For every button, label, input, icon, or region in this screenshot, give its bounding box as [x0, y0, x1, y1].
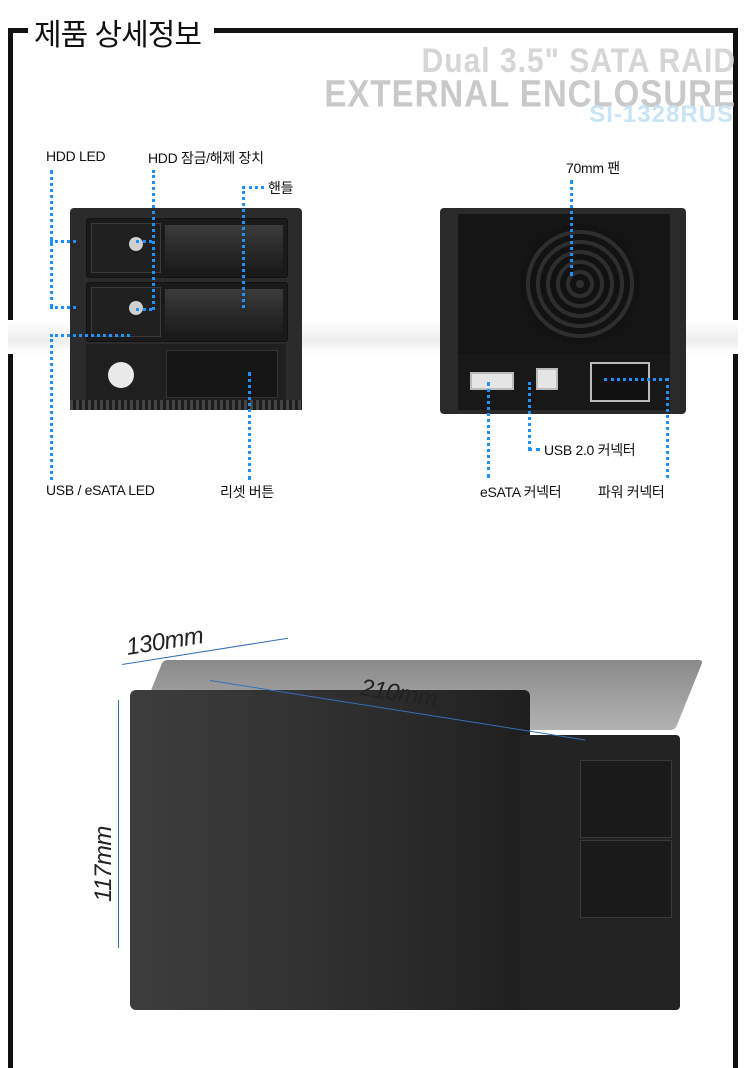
height-dimension: 117mm	[89, 826, 117, 902]
hdd-bay-2	[86, 282, 288, 342]
power-connector-label: 파워 커넥터	[598, 484, 665, 500]
usb-connector-label: USB 2.0 커넥터	[544, 442, 636, 458]
leader-line	[487, 382, 490, 478]
height-dimension-line	[118, 700, 119, 948]
usb-port	[536, 368, 558, 390]
leader-line	[152, 170, 155, 310]
port-panel	[458, 354, 670, 410]
power-port	[590, 362, 650, 402]
leader-line	[50, 170, 53, 308]
leader-line	[242, 186, 245, 308]
leader-line	[136, 240, 152, 243]
hdd-tray	[91, 287, 161, 337]
hdd-bay-1	[86, 218, 288, 278]
section-title: 제품 상세정보	[34, 19, 202, 52]
leader-line	[242, 186, 264, 189]
detail-frame	[8, 28, 738, 1068]
fan-housing	[458, 214, 670, 354]
back-device-image	[440, 208, 686, 414]
title-tick	[8, 28, 28, 33]
leader-line	[528, 448, 540, 451]
hdd-lock-label: HDD 잠금/해제 장치	[148, 150, 264, 166]
leader-line	[666, 378, 669, 478]
esata-connector-label: eSATA 커넥터	[480, 484, 562, 500]
leader-line	[50, 334, 53, 480]
leader-line	[570, 180, 573, 276]
usb-esata-led-label: USB / eSATA LED	[46, 482, 155, 498]
vent-grill	[70, 400, 302, 410]
leader-line	[50, 240, 76, 243]
esata-port	[470, 372, 514, 390]
reset-button-label: 리셋 버튼	[220, 484, 274, 500]
leader-line	[528, 382, 531, 450]
control-panel	[86, 344, 286, 404]
brand-line-1: Dual 3.5" SATA RAID	[421, 42, 736, 80]
fan-icon	[520, 224, 640, 344]
title-tab	[16, 10, 214, 50]
handle	[165, 225, 283, 269]
hdd-bay-2	[580, 840, 672, 918]
hdd-bay-1	[580, 760, 672, 838]
leader-line	[248, 372, 251, 480]
status-panel	[166, 350, 278, 398]
front-device-image	[70, 208, 302, 410]
hdd-tray	[91, 223, 161, 273]
leader-line	[136, 308, 152, 311]
leader-line	[50, 334, 130, 337]
leader-line	[50, 306, 76, 309]
fan-label: 70mm 팬	[566, 160, 620, 176]
handle-label: 핸들	[268, 180, 294, 196]
power-icon	[108, 362, 134, 388]
handle	[165, 289, 283, 333]
device-side-face	[130, 690, 530, 1010]
hdd-led-label: HDD LED	[46, 148, 106, 164]
brand-line-2: EXTERNAL ENCLOSURE	[324, 72, 736, 115]
leader-line	[604, 378, 668, 381]
brand-model: SI-1328RUS	[589, 101, 734, 128]
